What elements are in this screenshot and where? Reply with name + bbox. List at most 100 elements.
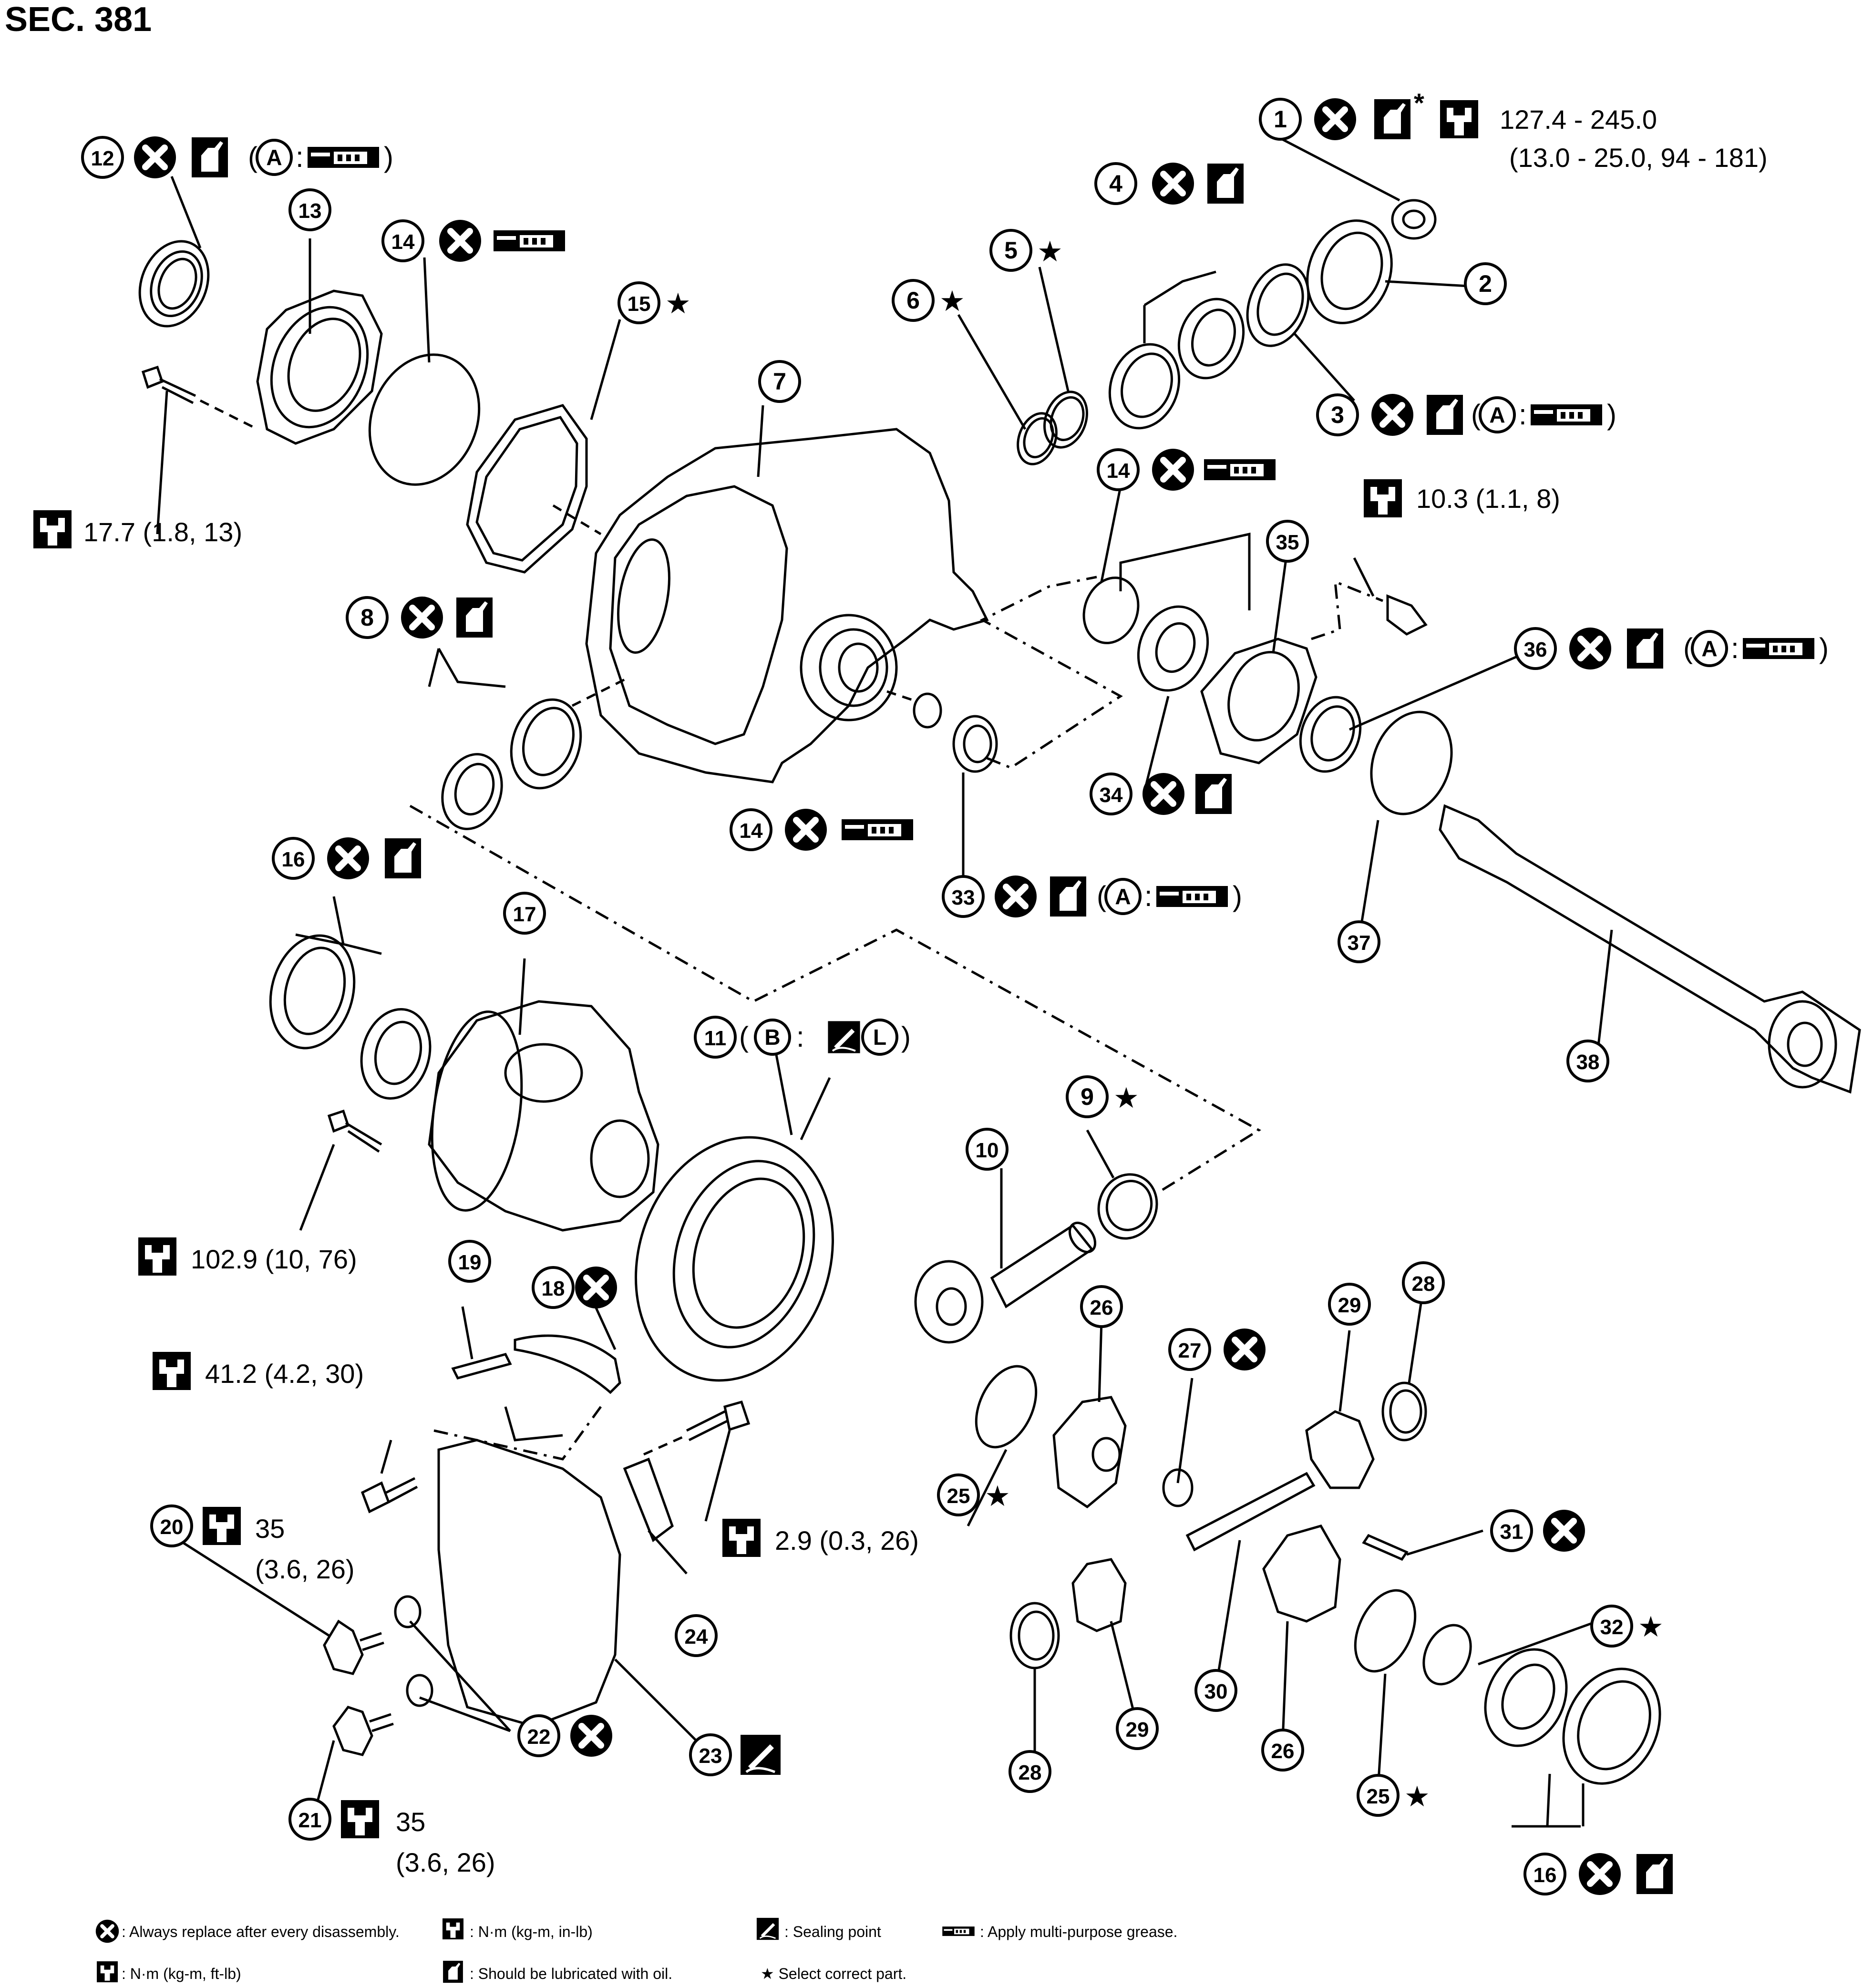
torque-wrench-icon <box>722 1519 761 1557</box>
replace-x-icon <box>327 837 369 879</box>
svg-text:8: 8 <box>360 604 374 631</box>
paren-close: ) <box>1607 399 1616 431</box>
star-icon: ★ <box>939 285 965 317</box>
oil-can-icon <box>1374 99 1410 139</box>
replace-x-icon <box>401 597 443 639</box>
part-number-30: 30 <box>1194 1669 1237 1712</box>
parts-artwork <box>138 199 1861 1785</box>
torque-value-20: 35 <box>255 1514 285 1544</box>
part-number-28: 28 <box>1009 1750 1051 1793</box>
part-number-16: 16 <box>1523 1853 1566 1895</box>
replace-x-icon <box>995 876 1037 917</box>
paren-close: ) <box>901 1021 911 1053</box>
oil-can-icon <box>385 838 421 878</box>
svg-text:31: 31 <box>1500 1520 1523 1544</box>
part-number-29: 29 <box>1116 1707 1159 1750</box>
svg-text:16: 16 <box>1534 1864 1557 1887</box>
part-number-7: 7 <box>758 360 801 403</box>
part-number-26: 26 <box>1261 1729 1304 1772</box>
svg-text:17: 17 <box>513 903 536 926</box>
replace-x-icon <box>1152 163 1194 205</box>
part-number-2: 2 <box>1464 262 1507 305</box>
svg-text:16: 16 <box>282 848 305 871</box>
svg-text:22: 22 <box>527 1725 551 1749</box>
callout-labels: 1*127.4 - 245.0(13.0 - 25.0, 94 - 181)23… <box>33 88 1829 1895</box>
legend-grease-text: : Apply multi-purpose grease. <box>980 1923 1177 1940</box>
torque-value-1: 127.4 - 245.0 <box>1500 104 1657 134</box>
svg-text:28: 28 <box>1412 1272 1435 1296</box>
torque-value-1-alt: (13.0 - 25.0, 94 - 181) <box>1509 143 1768 173</box>
part-number-20: 20 <box>150 1504 193 1547</box>
paren-close: ) <box>1233 880 1242 912</box>
part-number-26: 26 <box>1080 1285 1123 1328</box>
svg-text:15: 15 <box>628 292 651 316</box>
part-number-12: 12 <box>81 136 124 179</box>
oil-can-icon <box>1050 876 1086 917</box>
oil-can-icon <box>1427 395 1463 435</box>
svg-text:21: 21 <box>298 1809 322 1832</box>
svg-text:28: 28 <box>1019 1761 1042 1784</box>
part-number-4: 4 <box>1094 162 1137 205</box>
legend-sealing-text: : Sealing point <box>784 1923 881 1940</box>
circle-letter-A: A <box>1691 630 1728 667</box>
svg-text:3: 3 <box>1331 402 1344 428</box>
torque-wrench-icon <box>341 1800 379 1838</box>
part-number-22: 22 <box>517 1714 560 1757</box>
part-number-16: 16 <box>272 837 315 880</box>
part-number-28: 28 <box>1402 1261 1445 1304</box>
part-number-1: 1 <box>1259 98 1302 141</box>
star-icon: ★ <box>1113 1082 1139 1114</box>
legend-icons: : Always replace after every disassembly… <box>96 1917 1177 1983</box>
legend-oil-can-icon <box>443 1960 463 1983</box>
legend-replace-text: : Always replace after every disassembly… <box>122 1923 400 1940</box>
torque-value-20-alt: (3.6, 26) <box>255 1554 355 1584</box>
part-number-27: 27 <box>1168 1328 1211 1371</box>
part-number-11: 11 <box>694 1016 737 1059</box>
part-number-25: 25 <box>937 1473 980 1516</box>
oil-can-icon <box>1195 774 1232 814</box>
torque-value-24: 2.9 (0.3, 26) <box>775 1525 919 1555</box>
part-number-35: 35 <box>1266 520 1309 563</box>
circle-letter-A: A <box>1479 396 1516 433</box>
torque-wrench-icon <box>153 1352 191 1390</box>
star-icon: ★ <box>1404 1781 1430 1813</box>
oil-can-icon <box>192 137 228 177</box>
svg-text:37: 37 <box>1348 931 1371 955</box>
torque-wrench-icon <box>138 1237 176 1276</box>
svg-text:12: 12 <box>91 147 114 170</box>
grease-icon <box>308 147 379 168</box>
svg-text:23: 23 <box>699 1744 722 1768</box>
svg-text:30: 30 <box>1204 1680 1228 1703</box>
svg-text:19: 19 <box>458 1251 482 1274</box>
grease-icon <box>1156 886 1228 907</box>
svg-text:27: 27 <box>1178 1339 1202 1362</box>
part-number-34: 34 <box>1090 773 1132 815</box>
svg-text:14: 14 <box>1107 459 1130 483</box>
svg-text:29: 29 <box>1338 1294 1361 1317</box>
svg-text:34: 34 <box>1100 783 1123 807</box>
torque-value-13: 17.7 (1.8, 13) <box>83 517 242 547</box>
svg-text:25: 25 <box>947 1484 970 1508</box>
circle-letter-A: A <box>1104 878 1142 915</box>
part-number-33: 33 <box>942 875 985 918</box>
torque-wrench-icon <box>1364 479 1402 517</box>
svg-text:11: 11 <box>704 1027 727 1050</box>
torque-value-21-alt: (3.6, 26) <box>396 1847 495 1877</box>
svg-text:25: 25 <box>1367 1785 1390 1808</box>
star-icon: ★ <box>1638 1611 1664 1643</box>
part-number-21: 21 <box>288 1798 331 1841</box>
svg-text:A: A <box>1489 402 1505 427</box>
part-number-25: 25 <box>1357 1774 1400 1817</box>
svg-text:B: B <box>764 1025 780 1050</box>
part-number-19: 19 <box>448 1240 491 1283</box>
grease-icon <box>1204 459 1276 480</box>
replace-x-icon <box>1569 628 1611 670</box>
grease-icon <box>1743 638 1814 659</box>
part-number-18: 18 <box>532 1266 575 1309</box>
part-number-36: 36 <box>1514 627 1557 670</box>
paren-open: ( <box>1471 399 1481 431</box>
part-number-15: 15 <box>618 281 660 324</box>
part-number-10: 10 <box>966 1128 1009 1171</box>
part-number-29: 29 <box>1328 1283 1371 1326</box>
